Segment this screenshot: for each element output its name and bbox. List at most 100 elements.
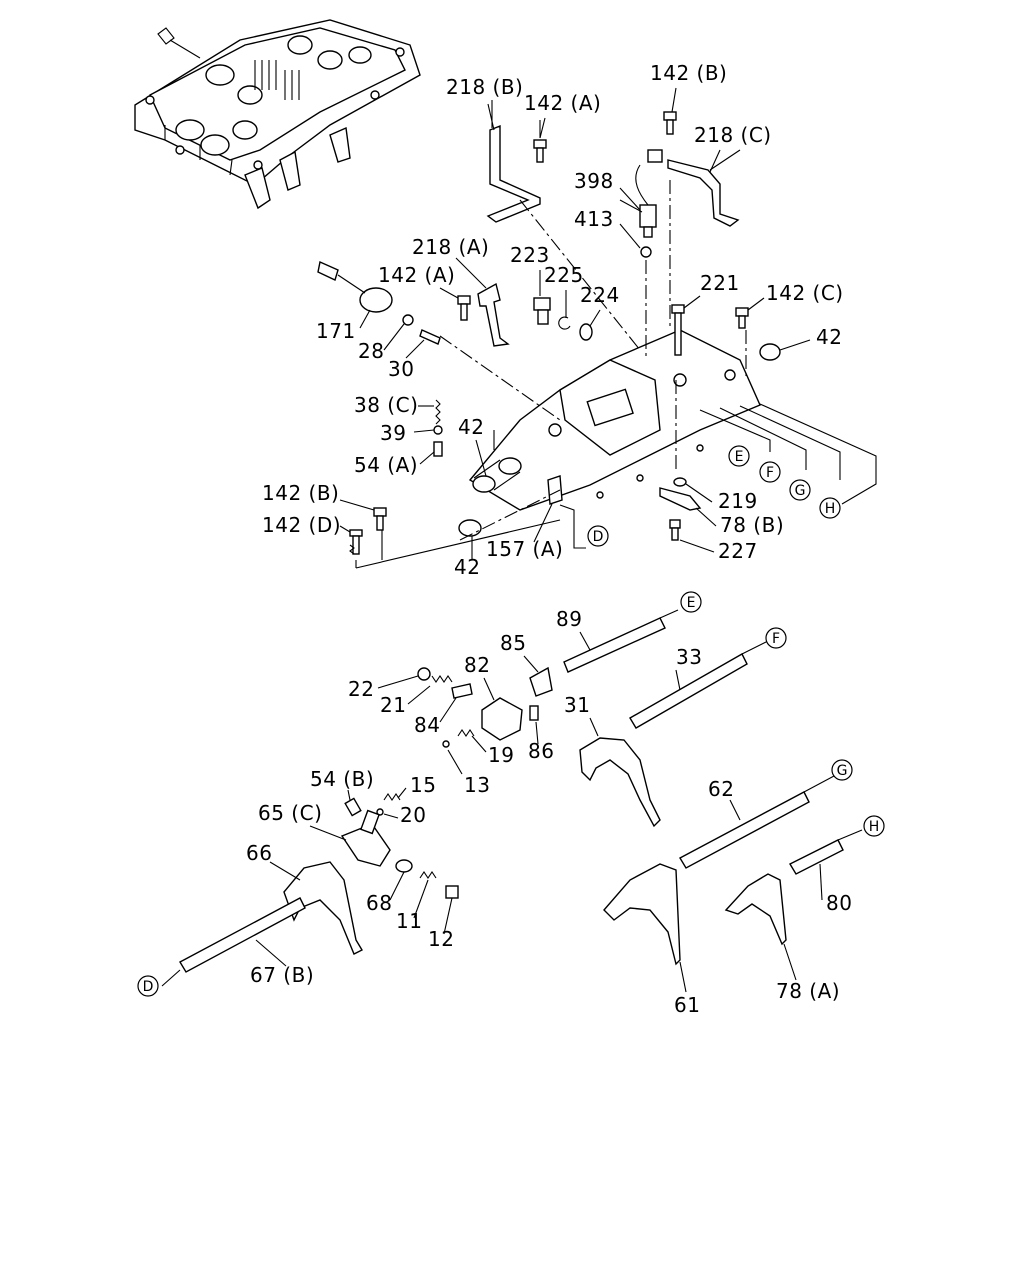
fork-78b [659, 487, 702, 511]
part-label-l13: 13 [464, 773, 490, 797]
ref-marker-circle [137, 975, 159, 997]
part-label-l68: 68 [366, 891, 392, 915]
leader-33 [675, 669, 681, 691]
leader-13 [447, 749, 463, 775]
leader-30 [405, 339, 425, 359]
leader-142a-mid [439, 287, 459, 299]
ref-marker-rF1: F [759, 461, 781, 483]
ref-marker-rG2: G [831, 759, 853, 781]
ref-marker-circle [765, 627, 787, 649]
ref-line-f [719, 407, 807, 470]
bolt-142d [349, 529, 363, 555]
part-label-l225: 225 [544, 263, 584, 287]
part-label-l142b_top: 142 (B) [650, 61, 727, 85]
leader-62 [729, 799, 741, 821]
bracket-218c [667, 149, 740, 227]
leader-142d [339, 525, 351, 533]
ref-marker-rE1: E [728, 445, 750, 467]
valve-body-assembly-illustration [134, 19, 421, 210]
leader-12 [443, 897, 453, 935]
part-label-l19: 19 [488, 743, 514, 767]
shaft-33 [629, 639, 771, 729]
ref-marker-letter: H [869, 819, 880, 835]
part-label-l82: 82 [464, 653, 490, 677]
part-label-l219: 219 [718, 489, 758, 513]
block-82 [481, 697, 523, 741]
ball-20 [376, 808, 384, 816]
part-85 [529, 666, 553, 697]
part-171 [317, 261, 393, 313]
leader-ref-d2 [161, 969, 181, 987]
ref-marker-letter: E [687, 595, 696, 611]
leader-54a [419, 451, 435, 465]
ref-marker-rH1: H [819, 497, 841, 519]
part-label-l22: 22 [348, 677, 374, 701]
ring-413 [640, 246, 652, 258]
leader-142a-top [539, 117, 546, 139]
ball-13 [442, 740, 450, 748]
leader-68 [389, 871, 405, 901]
spring-19 [457, 729, 475, 737]
spring-38c [435, 399, 441, 425]
leader-142d-chain [355, 519, 561, 569]
plug-42-right [759, 339, 811, 361]
part-label-l157a: 157 (A) [486, 537, 563, 561]
shaft-67b [179, 897, 306, 973]
leader-224 [589, 309, 601, 327]
bolt-142a-top [533, 120, 547, 163]
lever-65c [340, 809, 391, 867]
ref-marker-rD1: D [587, 525, 609, 547]
leader-11 [413, 879, 429, 919]
part-label-l218b: 218 (B) [446, 75, 523, 99]
leader-219 [685, 483, 713, 503]
leader-85 [523, 655, 539, 673]
plug-42-bottom [458, 519, 482, 537]
leader-19 [471, 735, 487, 753]
part-label-l218c: 218 (C) [694, 123, 772, 147]
washer-224 [579, 323, 593, 341]
part-label-l42_b: 42 [454, 555, 480, 579]
pin-54b [344, 797, 362, 817]
spring-11 [419, 871, 437, 879]
leader-39 [413, 429, 435, 433]
ball-28 [402, 314, 414, 326]
part-label-l42_r: 42 [816, 325, 842, 349]
bolt-221 [671, 304, 685, 356]
bracket-218a [477, 282, 510, 347]
snap-ring-225 [558, 316, 571, 330]
part-label-l30: 30 [388, 357, 414, 381]
part-label-l65c: 65 (C) [258, 801, 322, 825]
part-label-l12: 12 [428, 927, 454, 951]
part-label-l54a: 54 (A) [354, 453, 418, 477]
part-label-l223: 223 [510, 243, 550, 267]
pin-84 [451, 683, 473, 699]
leader-221 [683, 295, 701, 309]
ref-marker-rG1: G [789, 479, 811, 501]
part-label-l61: 61 [674, 993, 700, 1017]
ref-line-d [559, 504, 586, 549]
ref-marker-circle [680, 591, 702, 613]
leader-80 [819, 863, 823, 901]
leader-142b-left [339, 499, 375, 511]
spring-15 [383, 793, 401, 801]
pin-30 [419, 329, 441, 345]
leader-31 [589, 717, 599, 737]
thread-142d [349, 544, 355, 555]
leader-28 [383, 323, 405, 351]
plug-42-mid [472, 457, 522, 493]
leader-227 [679, 539, 715, 553]
ref-marker-rH2: H [863, 815, 885, 837]
fork-78a [724, 873, 787, 946]
leader-218a-label [455, 257, 487, 289]
part-label-l66: 66 [246, 841, 272, 865]
leader-21 [407, 685, 431, 705]
ref-marker-circle [587, 525, 609, 547]
ref-marker-letter: G [795, 483, 806, 499]
ref-marker-circle [789, 479, 811, 501]
part-label-l224: 224 [580, 283, 620, 307]
part-label-l142c: 142 (C) [766, 281, 844, 305]
ref-marker-letter: G [837, 763, 848, 779]
part-label-l21: 21 [380, 693, 406, 717]
leader-218c [709, 149, 741, 171]
ref-line-e [699, 409, 771, 452]
